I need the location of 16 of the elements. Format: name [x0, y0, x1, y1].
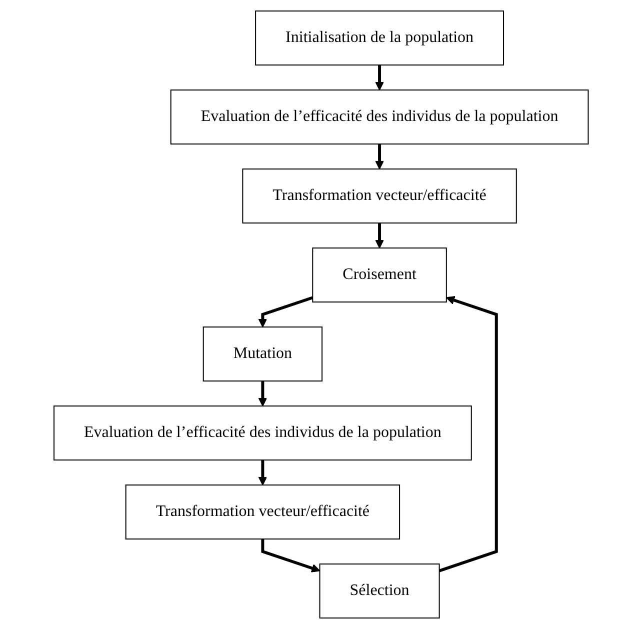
arrow	[376, 144, 384, 169]
node-box: Mutation	[203, 326, 323, 381]
node-box: Evaluation de l’efficacité des individus de la population	[170, 89, 590, 144]
node-box: Sélection	[320, 563, 440, 618]
node-box: Evaluation de l’efficacité des individus de la population	[54, 405, 472, 460]
node-box: Transformation vecteur/efficacité	[126, 484, 400, 539]
node-box: Transformation vecteur/efficacité	[242, 168, 518, 223]
arrow	[258, 380, 268, 406]
node-box: Initialisation de la population	[255, 10, 504, 65]
arrow	[258, 460, 268, 485]
node-box: Croisement	[312, 247, 448, 302]
arrow	[439, 295, 498, 572]
arrow	[262, 538, 321, 572]
arrow	[376, 222, 384, 248]
arrow	[376, 64, 384, 90]
arrow	[258, 296, 314, 327]
